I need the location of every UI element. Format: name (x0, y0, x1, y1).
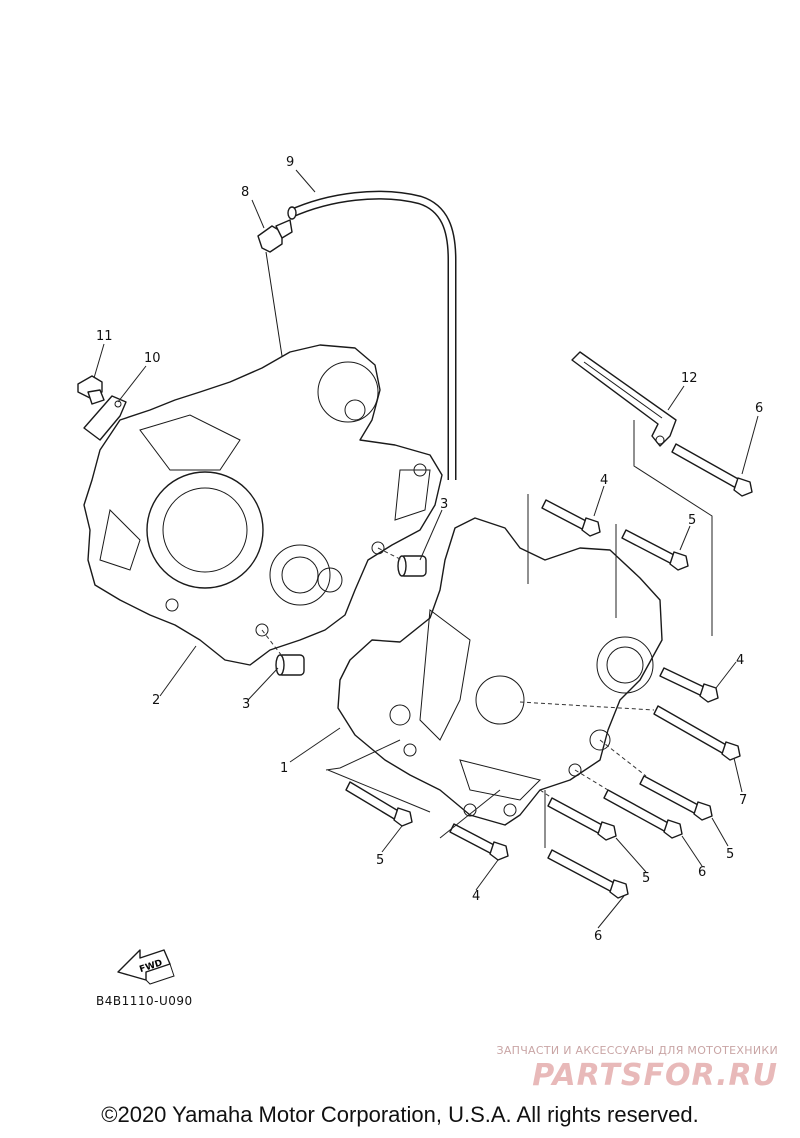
callout-5-right: 5 (726, 847, 734, 862)
callout-2: 2 (152, 693, 160, 708)
callout-1: 1 (280, 761, 288, 776)
watermark-tagline: ЗАПЧАСТИ И АКСЕССУАРЫ ДЛЯ МОТОТЕХНИКИ (496, 1044, 778, 1057)
bolt-6-top (671, 443, 753, 497)
dowel-pin-lower (261, 629, 305, 676)
callout-3-upper: 3 (440, 497, 448, 512)
bolt-5-mid (547, 797, 617, 841)
callout-5-upper: 5 (688, 513, 696, 528)
callout-6-top: 6 (755, 401, 763, 416)
callout-10: 10 (144, 351, 161, 366)
callout-3-lower: 3 (242, 697, 250, 712)
callout-4-right: 4 (736, 653, 744, 668)
diagram-code: B4B1110-U090 (96, 994, 193, 1008)
fwd-arrow-icon: FWD (117, 949, 175, 985)
callout-6-lower: 6 (594, 929, 602, 944)
bolt-4-lower (449, 823, 509, 861)
bolt-5-upper (621, 529, 689, 571)
flange-bolt-small (77, 375, 105, 405)
bolt-5-right (639, 775, 713, 821)
callout-labels: 9 8 11 10 12 6 4 3 5 4 2 3 1 7 5 5 6 5 4… (96, 155, 763, 944)
bolt-5-left (345, 781, 413, 827)
crankcase-right (337, 517, 663, 826)
bolt-6-right (603, 789, 683, 839)
callout-4-lower: 4 (472, 889, 480, 904)
callout-6-right: 6 (698, 865, 706, 880)
dowel-pin-upper (377, 547, 427, 577)
callout-8: 8 (241, 185, 249, 200)
bolt-4-upper (541, 499, 601, 537)
crankcase-left (83, 344, 443, 666)
bolt-6-lower (547, 849, 629, 899)
watermark-brand: PARTSFOR.RU (532, 1058, 778, 1093)
callout-12: 12 (681, 371, 698, 386)
leader-lines (93, 169, 759, 929)
callout-11: 11 (96, 329, 113, 344)
hose-clamp (571, 351, 677, 447)
bolt-7 (653, 705, 741, 761)
assembly-guide-lines (325, 420, 713, 848)
callout-9: 9 (286, 155, 294, 170)
callout-7: 7 (739, 793, 747, 808)
bracket-plate (83, 395, 127, 441)
callout-5-left: 5 (376, 853, 384, 868)
breather-hose (287, 190, 457, 480)
bolt-4-right (659, 667, 719, 703)
callout-5-mid: 5 (642, 871, 650, 886)
callout-4-upper: 4 (600, 473, 608, 488)
copyright-notice: ©2020 Yamaha Motor Corporation, U.S.A. A… (101, 1102, 699, 1127)
